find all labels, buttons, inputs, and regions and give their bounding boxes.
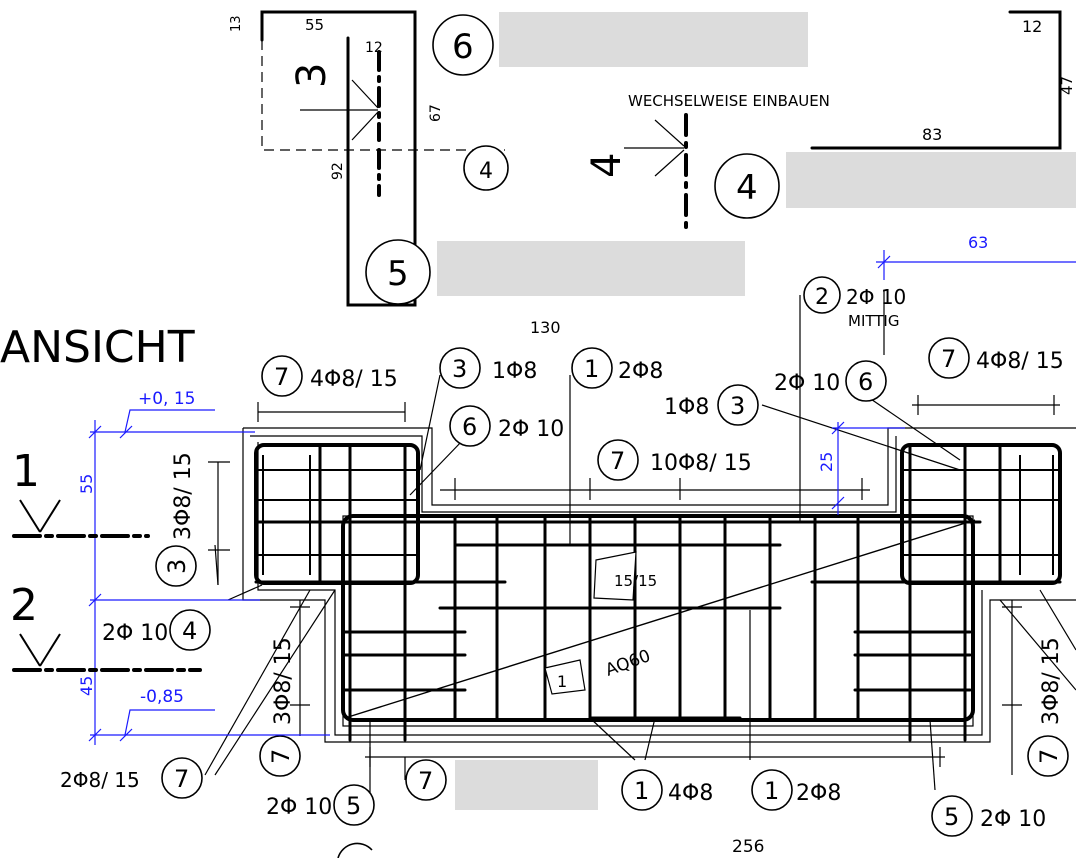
dim-55: 55 <box>305 16 324 34</box>
svg-text:2Φ 10: 2Φ 10 <box>980 807 1046 832</box>
bar-shape-right: 12 47 83 <box>810 10 1076 150</box>
spacing-box: 15/15 <box>614 572 657 590</box>
svg-text:2Φ 10: 2Φ 10 <box>846 285 906 309</box>
redacted-box-4 <box>786 152 1076 208</box>
svg-text:MITTIG: MITTIG <box>848 312 899 330</box>
section-mark-4: 4 <box>584 153 630 178</box>
svg-text:3Φ8/ 15: 3Φ8/ 15 <box>1039 637 1064 725</box>
svg-text:1: 1 <box>12 446 40 497</box>
dim-12: 12 <box>1022 17 1042 36</box>
mesh-id: 1 <box>557 672 567 691</box>
dimension-stirrups <box>208 395 1060 775</box>
svg-text:2: 2 <box>10 580 38 631</box>
callouts: 7 4Φ8/ 15 3 1Φ8 1 2Φ8 6 2Φ 10 7 10Φ8/ 15… <box>60 276 1069 837</box>
dim-67: 67 <box>428 104 444 122</box>
svg-text:4Φ8: 4Φ8 <box>668 781 713 806</box>
svg-text:2Φ8/ 15: 2Φ8/ 15 <box>60 768 140 792</box>
svg-text:7: 7 <box>1035 749 1063 764</box>
redacted-box-5 <box>437 241 745 296</box>
dimension-63: 63 <box>876 233 1076 355</box>
svg-text:5: 5 <box>346 792 361 820</box>
svg-text:7: 7 <box>267 749 295 764</box>
detail-4: WECHSELWEISE EINBAUEN 4 4 <box>584 92 1076 234</box>
svg-text:3: 3 <box>730 392 745 420</box>
svg-text:3Φ8/ 15: 3Φ8/ 15 <box>171 452 196 540</box>
mark-4-circle <box>714 153 780 219</box>
mark-4-small-label: 4 <box>479 159 493 184</box>
svg-text:63: 63 <box>968 233 988 252</box>
svg-text:3Φ8/ 15: 3Φ8/ 15 <box>271 637 296 725</box>
svg-text:7: 7 <box>610 447 625 475</box>
dim-12-small: 12 <box>365 40 383 56</box>
dim-47: 47 <box>1058 76 1076 95</box>
elevation-dimensions: 55 45 +0, 15 -0,85 25 <box>77 389 905 745</box>
svg-text:2Φ 10: 2Φ 10 <box>774 371 840 396</box>
svg-text:1: 1 <box>634 777 649 805</box>
mesh-label: AQ60 <box>603 646 653 681</box>
dim-92: 92 <box>330 162 346 180</box>
svg-text:6: 6 <box>462 413 477 441</box>
dim-83: 83 <box>922 125 942 144</box>
svg-text:2Φ8: 2Φ8 <box>796 781 841 806</box>
mark-5-circle <box>365 239 431 305</box>
svg-text:45: 45 <box>77 676 96 696</box>
svg-text:25: 25 <box>817 452 836 472</box>
svg-text:4Φ8/ 15: 4Φ8/ 15 <box>310 367 398 392</box>
svg-text:7: 7 <box>274 363 289 391</box>
svg-text:55: 55 <box>77 474 96 494</box>
mark-6-label: 6 <box>452 27 474 67</box>
svg-text:1: 1 <box>584 355 599 383</box>
rebar-web <box>341 514 976 722</box>
svg-text:2Φ 10: 2Φ 10 <box>102 621 168 646</box>
mark-5-label: 5 <box>387 254 409 294</box>
svg-text:6: 6 <box>858 368 873 396</box>
dim-256: 256 <box>732 837 764 857</box>
note-alternate: WECHSELWEISE EINBAUEN <box>628 92 830 110</box>
svg-text:7: 7 <box>418 767 433 795</box>
svg-text:7: 7 <box>941 345 956 373</box>
svg-text:+0, 15: +0, 15 <box>138 389 196 409</box>
redacted-box <box>499 12 808 67</box>
svg-text:2Φ 10: 2Φ 10 <box>498 417 564 442</box>
svg-text:2Φ8: 2Φ8 <box>618 359 663 384</box>
svg-text:4: 4 <box>182 617 197 645</box>
mesh-annotation: 15/15 1 AQ60 <box>544 551 657 695</box>
svg-text:1Φ8: 1Φ8 <box>664 395 709 420</box>
svg-text:5: 5 <box>944 803 959 831</box>
mark-4-small-circle <box>463 145 509 191</box>
svg-text:3: 3 <box>452 355 467 383</box>
svg-text:1Φ8: 1Φ8 <box>492 359 537 384</box>
svg-text:2: 2 <box>815 285 829 310</box>
bar-shape-6: 13 55 12 67 92 130 3 6 4 5 <box>229 10 808 337</box>
svg-text:4Φ8/ 15: 4Φ8/ 15 <box>976 349 1064 374</box>
svg-text:-0,85: -0,85 <box>140 687 184 707</box>
mark-6-circle <box>432 14 494 76</box>
dim-130: 130 <box>530 318 561 337</box>
section-mark-3: 3 <box>289 63 335 88</box>
svg-text:1: 1 <box>764 777 779 805</box>
leader-lines <box>204 295 1076 805</box>
dim-13: 13 <box>229 15 244 32</box>
svg-text:2Φ 10: 2Φ 10 <box>266 795 332 820</box>
svg-text:7: 7 <box>174 765 189 793</box>
section-markers: 1 2 <box>10 446 202 672</box>
view-title: ANSICHT <box>0 322 195 373</box>
svg-text:10Φ8/ 15: 10Φ8/ 15 <box>650 451 752 476</box>
rebar-right-cage <box>810 443 1062 742</box>
mark-4-label: 4 <box>736 168 758 208</box>
svg-text:3: 3 <box>163 559 191 574</box>
